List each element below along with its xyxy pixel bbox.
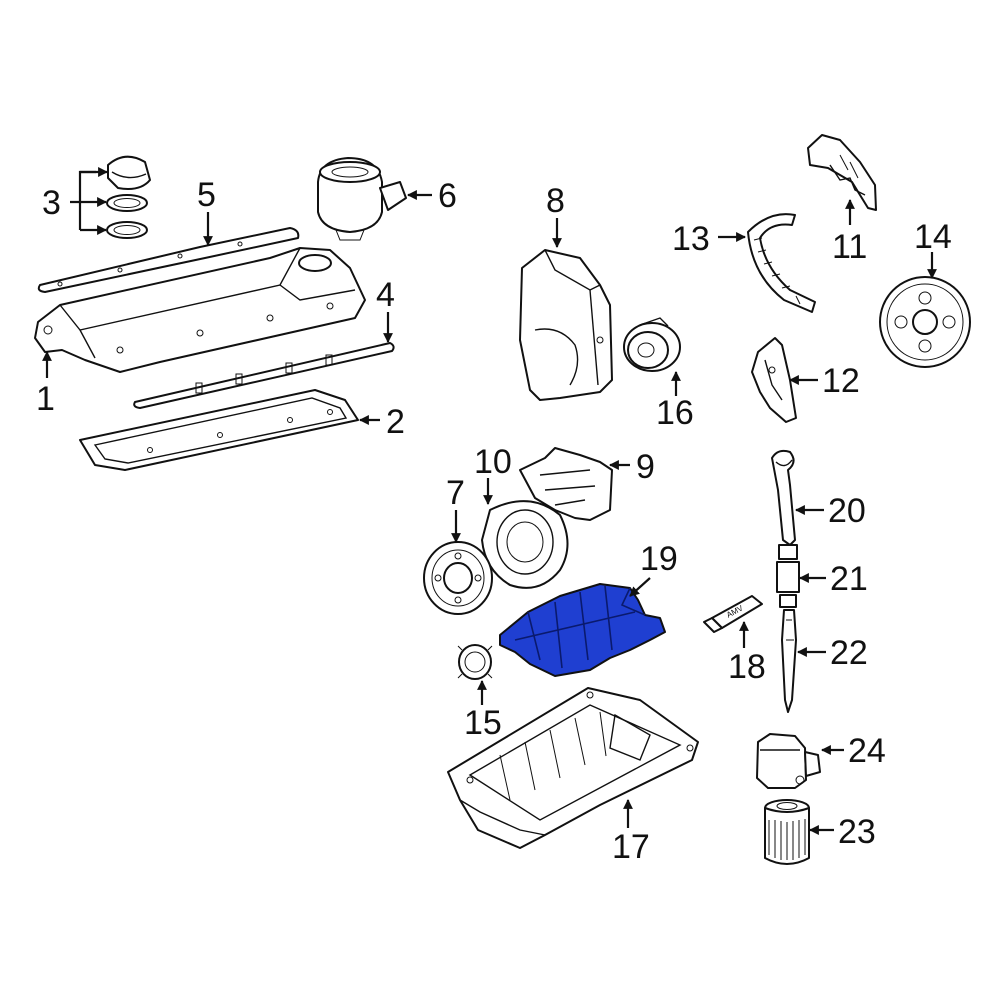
part-18-sealant-tube: AMV (703, 595, 763, 633)
callout-3: 3 (42, 184, 61, 222)
part-16-tensioner (623, 317, 681, 372)
part-13-timing-belt (747, 213, 816, 313)
callout-7: 7 (446, 474, 465, 512)
callout-16: 16 (656, 394, 694, 432)
part-10-seal-cover (481, 500, 569, 589)
callout-14: 14 (914, 218, 952, 256)
callout-19: 19 (640, 540, 678, 578)
callout-6: 6 (438, 177, 457, 215)
part-2-cover-gasket (79, 389, 359, 471)
callout-23: 23 (838, 813, 876, 851)
callout-18: 18 (728, 648, 766, 686)
callout-1: 1 (36, 380, 55, 418)
callout-24: 24 (848, 732, 886, 770)
callout-20: 20 (828, 492, 866, 530)
callout-22: 22 (830, 634, 868, 672)
part-7-crank-pulley (423, 541, 493, 615)
callout-4: 4 (376, 276, 395, 314)
part-6-breather (317, 157, 407, 241)
part-11-rear-cover (807, 134, 877, 211)
callout-labels: 1 2 3 4 5 6 7 8 9 10 11 12 13 14 15 16 1… (36, 176, 952, 866)
callout-10: 10 (474, 443, 512, 481)
part-20-dipstick-tube (771, 449, 796, 546)
part-19-oil-baffle-highlighted[interactable] (499, 583, 666, 677)
baffle-body[interactable] (499, 583, 666, 677)
part-23-oil-filter (764, 799, 810, 865)
callout-21: 21 (830, 560, 868, 598)
part-8-timing-cover (519, 249, 613, 401)
part-12-bracket (751, 337, 797, 423)
part-24-filter-housing (756, 733, 821, 789)
part-17-oil-pan (447, 687, 699, 849)
part-1-valve-cover (34, 247, 366, 373)
callout-17: 17 (612, 828, 650, 866)
callout-2: 2 (386, 403, 405, 441)
part-9-inner-cover (519, 447, 613, 521)
callout-8: 8 (546, 182, 565, 220)
part-15-gear (457, 644, 493, 680)
callout-5: 5 (197, 176, 216, 214)
leader-lines (42, 167, 937, 835)
callout-12: 12 (822, 362, 860, 400)
part-14-cam-sprocket (879, 276, 971, 368)
part-22-dipstick (781, 609, 797, 713)
part-4-gasket-row (133, 342, 395, 409)
callout-13: 13 (672, 220, 710, 258)
callout-9: 9 (636, 448, 655, 486)
callout-15: 15 (464, 704, 502, 742)
callout-11: 11 (832, 228, 867, 266)
part-21-dipstick-seal (776, 544, 800, 608)
part-3-filler-cap (106, 155, 151, 239)
part-5-gasket-strip (37, 227, 300, 293)
